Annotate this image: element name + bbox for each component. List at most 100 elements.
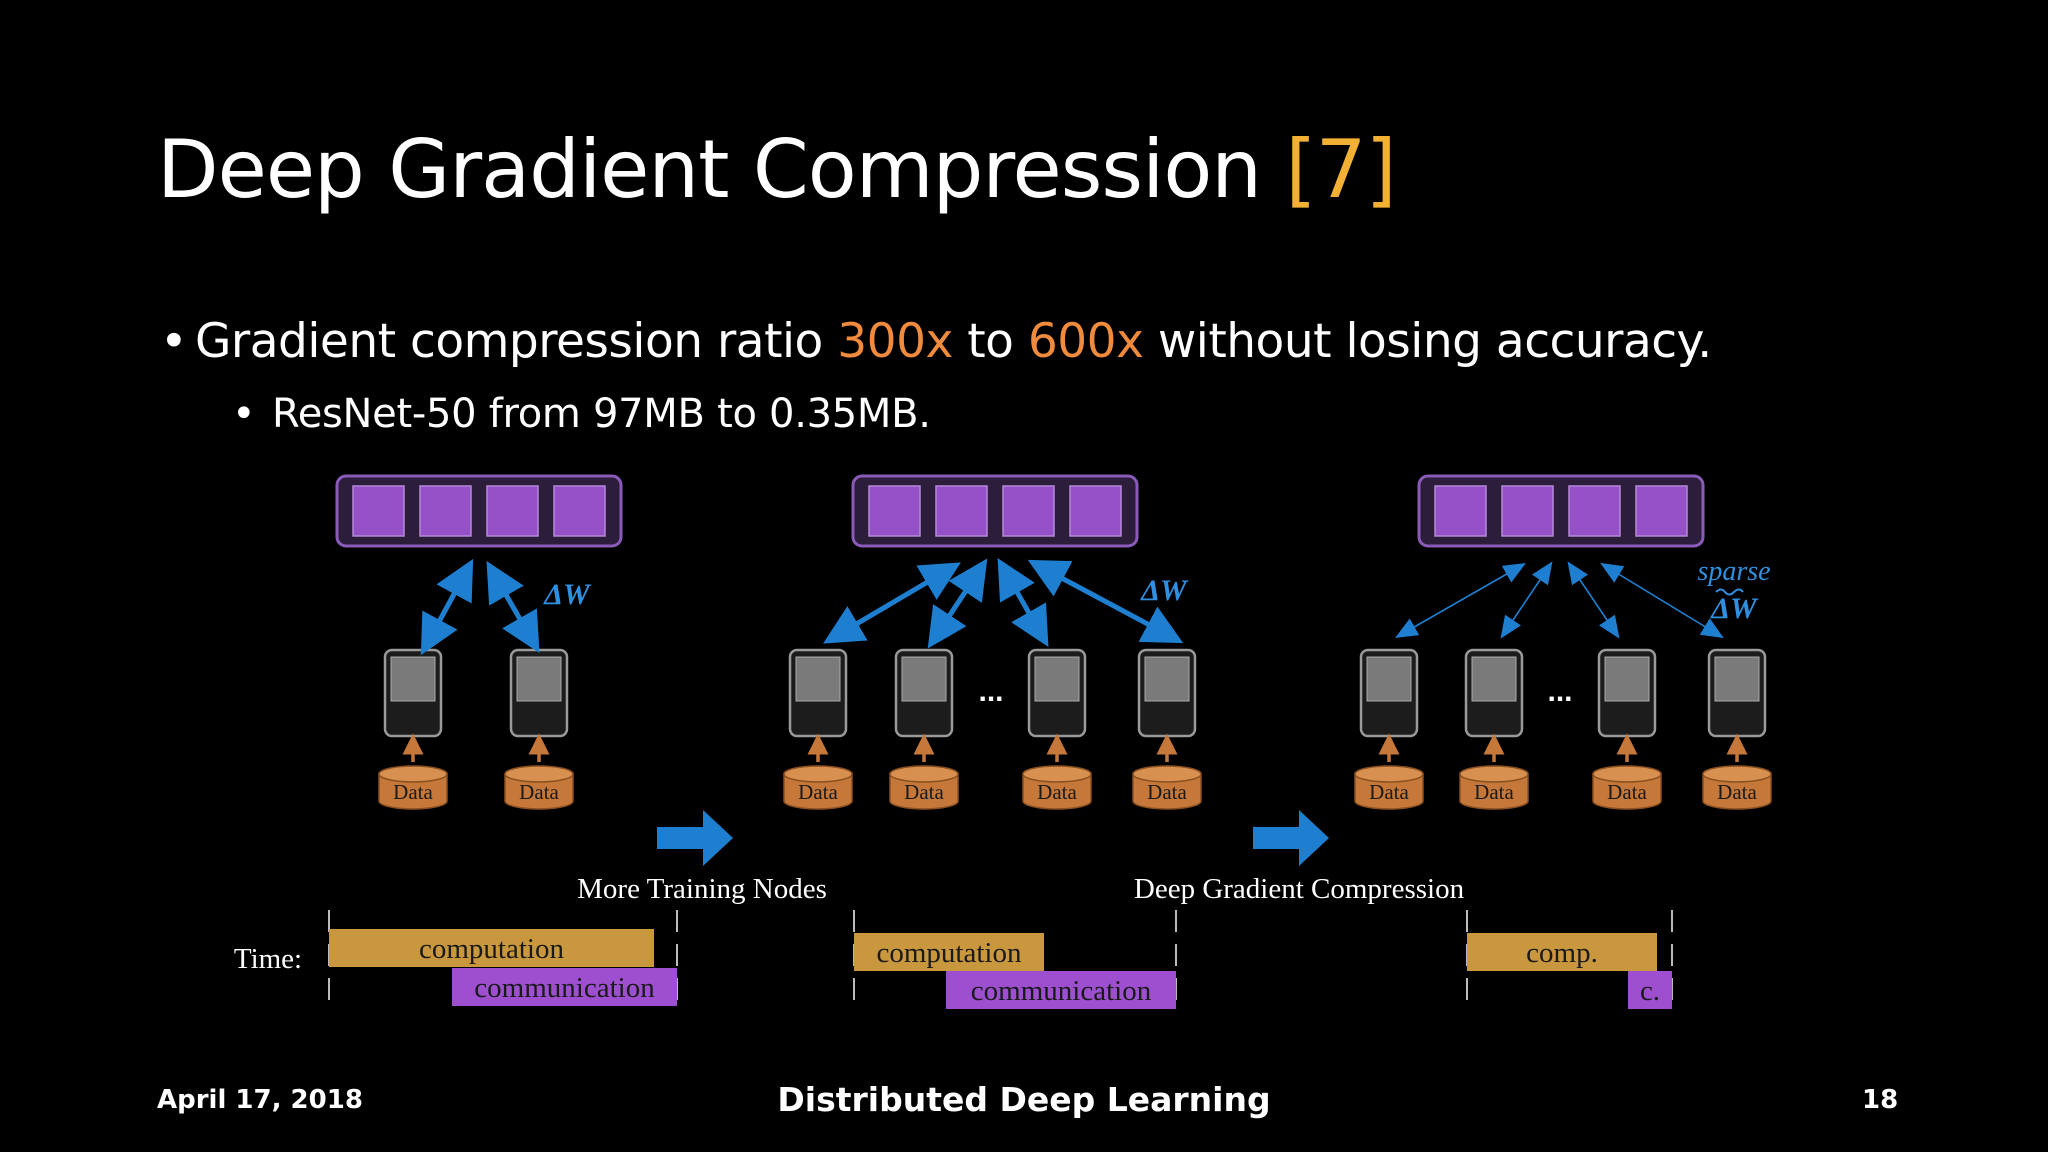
computation-bar [854,933,1044,971]
slide-title: Deep Gradient Compression [7] [157,120,1397,220]
communication-bar [1628,971,1672,1009]
transition-arrow [1253,810,1329,866]
parameter-block [419,485,472,537]
data-cylinder [1459,773,1529,810]
ellipsis: ... [978,675,1003,708]
transition-label: Deep Gradient Compression [1134,873,1465,905]
parameter-block [868,485,921,537]
data-cylinder [1132,773,1202,810]
computation-bar [1467,933,1657,971]
data-cylinder-top [1459,765,1529,783]
gpu-screen [1471,656,1517,702]
bullet-main-text-after: without losing accuracy. [1143,314,1712,369]
data-cylinder-top [1592,765,1662,783]
data-cylinder-top [1702,765,1772,783]
data-cylinder [783,773,853,810]
data-label: Data [1607,780,1647,804]
parameter-block [1069,485,1122,537]
delta-w-label: ΔW [1140,574,1189,607]
gpu-screen [1366,656,1412,702]
data-cylinder-top [1132,765,1202,783]
data-cylinder [1354,773,1424,810]
sparse-gradient-arrow [1395,563,1526,638]
computation-bar [329,929,654,967]
parameter-block [1434,485,1487,537]
data-label: Data [393,780,433,804]
communication-bar [452,968,677,1006]
communication-bar [946,971,1176,1009]
gpu-screen [795,656,841,702]
diagram-nodes [328,474,1772,1010]
data-cylinder [1592,773,1662,810]
data-cylinder [1022,773,1092,810]
ellipsis: ... [1547,675,1572,708]
transition-label: More Training Nodes [577,873,827,905]
data-label: Data [519,780,559,804]
data-cylinder-top [504,765,574,783]
bullet-sub: • ResNet-50 from 97MB to 0.35MB. [232,388,931,440]
parameter-block [1635,485,1688,537]
parameter-server [851,474,1139,548]
gpu-screen [1034,656,1080,702]
gradient-arrow [997,557,1049,648]
communication-bar-label: communication [971,975,1152,1007]
data-label: Data [1037,780,1077,804]
gpu-screen [1144,656,1190,702]
gpu-screen [1604,656,1650,702]
transition-arrow [657,810,733,866]
data-label: Data [1369,780,1409,804]
sparse-delta-w-label: ΔW [1710,592,1759,625]
tilde-mark [1715,588,1744,596]
data-cylinder [378,773,448,810]
delta-w-label: ΔW [543,578,592,611]
data-cylinder-top [378,765,448,783]
bullet-main-text-before: Gradient compression ratio [195,314,838,369]
computation-bar-label: comp. [1526,937,1598,969]
sparse-gradient-arrow [1600,562,1724,639]
gradient-arrow [927,558,988,649]
parameter-block [553,485,606,537]
gradient-arrow [823,562,961,644]
gpu-screen [901,656,947,702]
data-cylinder-top [1022,765,1092,783]
sparse-label: sparse [1697,556,1770,587]
parameter-server [1417,474,1705,548]
communication-bar-label: communication [474,972,655,1004]
data-cylinder [1702,773,1772,810]
data-label: Data [1147,780,1187,804]
bullet-sub-text: ResNet-50 from 97MB to 0.35MB. [272,391,931,437]
ratio-high: 600x [1027,314,1144,369]
data-label: Data [798,780,838,804]
page-number: 18 [1862,1085,1899,1115]
data-label: Data [904,780,944,804]
footer-title: Distributed Deep Learning [777,1080,1271,1119]
gpu-screen [516,656,562,702]
parameter-server [335,474,623,548]
gpu-screen [1714,656,1760,702]
gradient-arrow [1027,559,1184,644]
ratio-low: 300x [837,314,953,369]
title-reference: [7] [1285,123,1396,216]
time-label: Time: [234,943,302,975]
data-cylinder-top [783,765,853,783]
parameter-block [352,485,405,537]
data-cylinder [504,773,574,810]
gradient-arrow [420,558,474,656]
communication-bar-label: c. [1640,975,1660,1007]
bullet-dot: • [160,314,188,369]
bullet-dot: • [232,391,256,437]
bullet-main: •Gradient compression ratio 300x to 600x… [160,312,1712,372]
gpu-screen [390,656,436,702]
computation-bar-label: computation [877,937,1022,969]
footer-date: April 17, 2018 [157,1085,363,1115]
data-label: Data [1474,780,1514,804]
data-cylinder-top [1354,765,1424,783]
data-cylinder [889,773,959,810]
gradient-arrow [486,561,540,653]
computation-bar-label: computation [419,933,564,965]
sparse-gradient-arrow [1500,561,1553,639]
parameter-block [486,485,539,537]
title-text: Deep Gradient Compression [157,123,1262,216]
